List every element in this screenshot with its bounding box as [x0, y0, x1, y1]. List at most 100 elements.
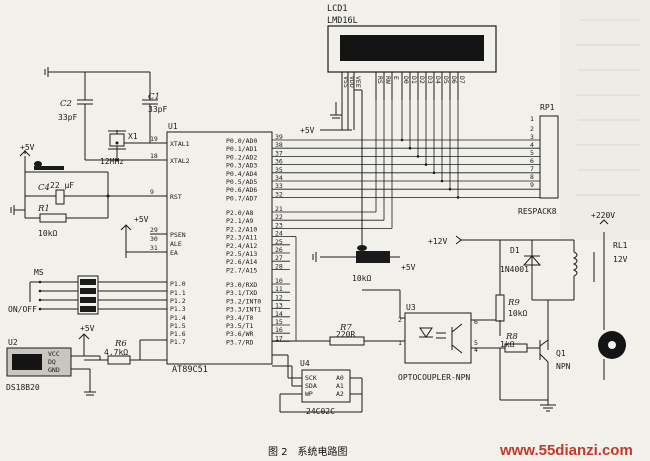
mcu-pin-number: 11: [275, 285, 283, 293]
lcd-pin-label: VSS: [342, 76, 350, 88]
mcu-pin-label: P2.2/A10: [226, 225, 257, 233]
mcu-pin-number: 16: [275, 326, 283, 334]
eeprom-ref: U4: [300, 359, 310, 368]
opto-pin-number: 5: [474, 339, 478, 347]
mcu-pin-number: 17: [275, 334, 283, 342]
sensor-pin-label: VCC: [48, 350, 60, 358]
opto-pin-number: 4: [474, 346, 478, 354]
lcd-pin-label: D5: [442, 76, 450, 84]
lcd-pin-label: RW: [384, 76, 392, 84]
lcd-pin-label: RS: [376, 76, 384, 84]
relay-driver: +12V R9 10kΩ D1 1N4001 +220V RL1 12V: [428, 211, 628, 412]
mcu-pin-number: 18: [150, 152, 158, 160]
reset-vcc: +5V: [20, 143, 35, 152]
mcu-pin-number: 19: [150, 135, 158, 143]
mcu-pin-number: 14: [275, 310, 283, 318]
rp1-ref: RP1: [540, 103, 555, 112]
mcu-pin-label: P1.0: [170, 280, 186, 288]
lcd-pin-label: VEE: [354, 76, 362, 88]
rp1-pin-number: 1: [530, 115, 534, 123]
r1-value: 10kΩ: [38, 229, 57, 238]
mcu-pin-number: 13: [275, 302, 283, 310]
switch-state: ON/OFF: [8, 305, 37, 314]
lcd-pin-label: D2: [418, 76, 426, 84]
mcu-pin-label: P0.6/AD6: [226, 186, 257, 194]
mcu-pin-number: 25: [275, 238, 283, 246]
c4-value: 22 μF: [50, 181, 74, 190]
c2-ref: C2: [60, 99, 72, 109]
mcu-pin-number: 22: [275, 213, 283, 221]
mcu-pin-number: 28: [275, 262, 283, 270]
mcu-pin-label: P2.5/A13: [226, 250, 257, 258]
mcu-pin-number: 36: [275, 158, 283, 166]
d1-ref: D1: [510, 246, 520, 255]
mcu-pin-number: 32: [275, 190, 283, 198]
v220-label: +220V: [591, 211, 615, 220]
mcu-model: AT89C51: [172, 365, 208, 375]
sensor-model: DS18B20: [6, 383, 40, 392]
mcu-pin-label: P1.4: [170, 314, 186, 322]
mcu-pin-label: P3.5/T1: [226, 322, 253, 330]
opto-pin-number: 2: [398, 316, 402, 324]
lcd-supply: +5V: [300, 102, 352, 135]
oscillator-circuit: C2 33pF C1 33pF X1 12MHz: [44, 67, 167, 166]
r7-ref: R7: [339, 323, 352, 333]
mcu-pin-number: 29: [150, 226, 158, 234]
r9-ref: R9: [507, 298, 520, 308]
mcu-pin-label: P3.2/INT0: [226, 297, 261, 305]
rp1-pin-number: 4: [530, 141, 534, 149]
rp1-pin-number: 9: [530, 181, 534, 189]
lcd-model: LMD16L: [327, 16, 358, 26]
mcu-pin-number: 38: [275, 141, 283, 149]
r6-ref: R6: [114, 339, 127, 349]
mcu-pin-label: P0.5/AD5: [226, 178, 257, 186]
c1-value: 33pF: [148, 105, 167, 114]
sensor-pin-label: GND: [48, 366, 60, 374]
mcu-pin-label: P2.6/A14: [226, 258, 257, 266]
c1-ref: C1: [148, 92, 160, 102]
rp1-pin-number: 6: [530, 157, 534, 165]
r8-value: 1kΩ: [500, 340, 515, 349]
sensor-vcc: +5V: [80, 324, 95, 333]
mcu-pin-number: 23: [275, 221, 283, 229]
mcu-pin-label: P2.0/A8: [226, 209, 253, 217]
rp1-pin-number: 7: [530, 165, 534, 173]
r7-value: 220R: [336, 330, 355, 339]
r1-ref: R1: [37, 204, 50, 214]
reset-circuit: +5V C4 22 μF R1 10kΩ: [10, 143, 167, 238]
c2-value: 33pF: [58, 113, 77, 122]
mcu-pin-label: P2.1/A9: [226, 217, 253, 225]
lcd-ref: LCD1: [327, 4, 347, 14]
d1-model: 1N4001: [500, 265, 529, 274]
mcu-pin-number: 9: [150, 188, 154, 196]
lcd-pin-label: D1: [410, 76, 418, 84]
mcu-pin-label: P0.3/AD3: [226, 162, 257, 170]
mcu-pin-label: P0.0/AD0: [226, 137, 257, 145]
mcu-pin-number: 21: [275, 205, 283, 213]
contrast-pot: +5V 10kΩ: [312, 90, 416, 283]
opto-pin-number: 6: [474, 318, 478, 326]
mcu-u1: U1 AT89C51 19XTAL118XTAL29RST29PSEN30ALE…: [150, 122, 290, 375]
mcu-pin-label: P0.2/AD2: [226, 153, 257, 161]
lcd-pin-label: E: [392, 76, 400, 80]
background-bleed: [560, 0, 650, 240]
mcu-pin-label: XTAL2: [170, 157, 190, 165]
mcu-pin-number: 12: [275, 293, 283, 301]
opto-ref: U3: [406, 303, 416, 312]
ea-vcc: +5V: [134, 215, 149, 224]
mcu-pin-number: 30: [150, 235, 158, 243]
ea-supply: +5V: [120, 215, 167, 258]
mcu-pin-label: P1.2: [170, 297, 186, 305]
mcu-pin-label: PSEN: [170, 231, 186, 239]
crystal-value: 12MHz: [100, 157, 124, 166]
mcu-pin-label: P3.6/WR: [226, 330, 253, 338]
rp1-pin-number: 2: [530, 125, 534, 133]
mcu-pin-label: P1.3: [170, 305, 186, 313]
eeprom-pin-label: A1: [336, 382, 344, 390]
mcu-pin-number: 37: [275, 149, 283, 157]
lcd-pin-label: D3: [426, 76, 434, 84]
